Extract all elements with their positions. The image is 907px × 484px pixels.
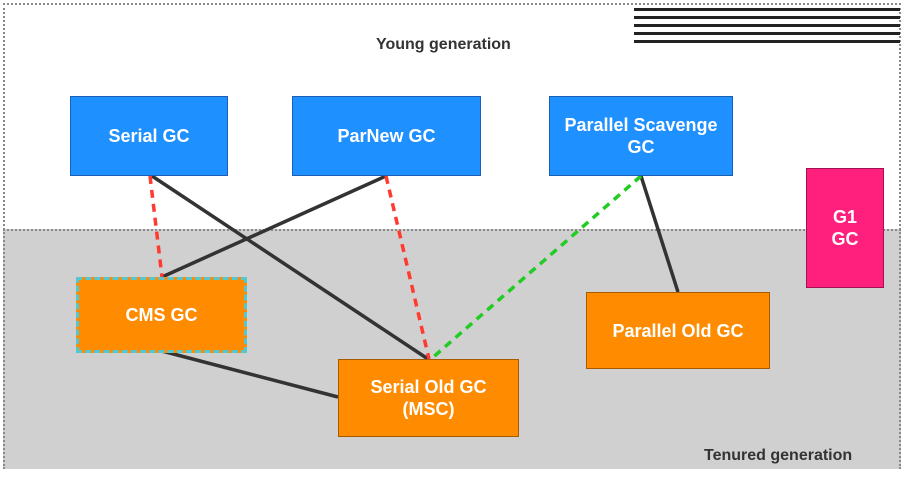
link-cms-to-serial-old (161, 349, 339, 399)
serial-old-gc-box: Serial Old GC (MSC) (338, 359, 519, 437)
serial-old-gc-label: Serial Old GC (MSC) (370, 377, 487, 419)
link-parallel-scavenge-to-parallel-old (639, 175, 680, 293)
cms-gc-label: CMS GC (125, 305, 198, 325)
stripes-decoration (634, 6, 900, 46)
serial-gc-box: Serial GC (70, 96, 228, 176)
parallel-scavenge-gc-box: Parallel Scavenge GC (549, 96, 733, 176)
g1-gc-label: G1 GC (831, 207, 859, 249)
cms-gc-box: CMS GC (76, 277, 247, 353)
young-generation-label: Young generation (376, 36, 511, 53)
serial-gc-label: Serial GC (108, 126, 190, 146)
tenured-generation-label: Tenured generation (704, 447, 853, 464)
link-serial-to-cms-dashed (148, 175, 164, 278)
link-parnew-to-serial-old-dashed (384, 175, 431, 360)
link-parnew-to-cms (161, 174, 387, 279)
parallel-old-gc-box: Parallel Old GC (586, 292, 770, 369)
parnew-gc-label: ParNew GC (337, 126, 436, 146)
g1-gc-box: G1 GC (806, 168, 884, 288)
parallel-old-gc-label: Parallel Old GC (612, 320, 744, 341)
link-parallel-scavenge-to-serial-old-dashed (429, 174, 643, 361)
parnew-gc-box: ParNew GC (292, 96, 481, 176)
parallel-scavenge-gc-label: Parallel Scavenge GC (564, 115, 718, 157)
link-serial-to-serial-old (151, 174, 429, 361)
